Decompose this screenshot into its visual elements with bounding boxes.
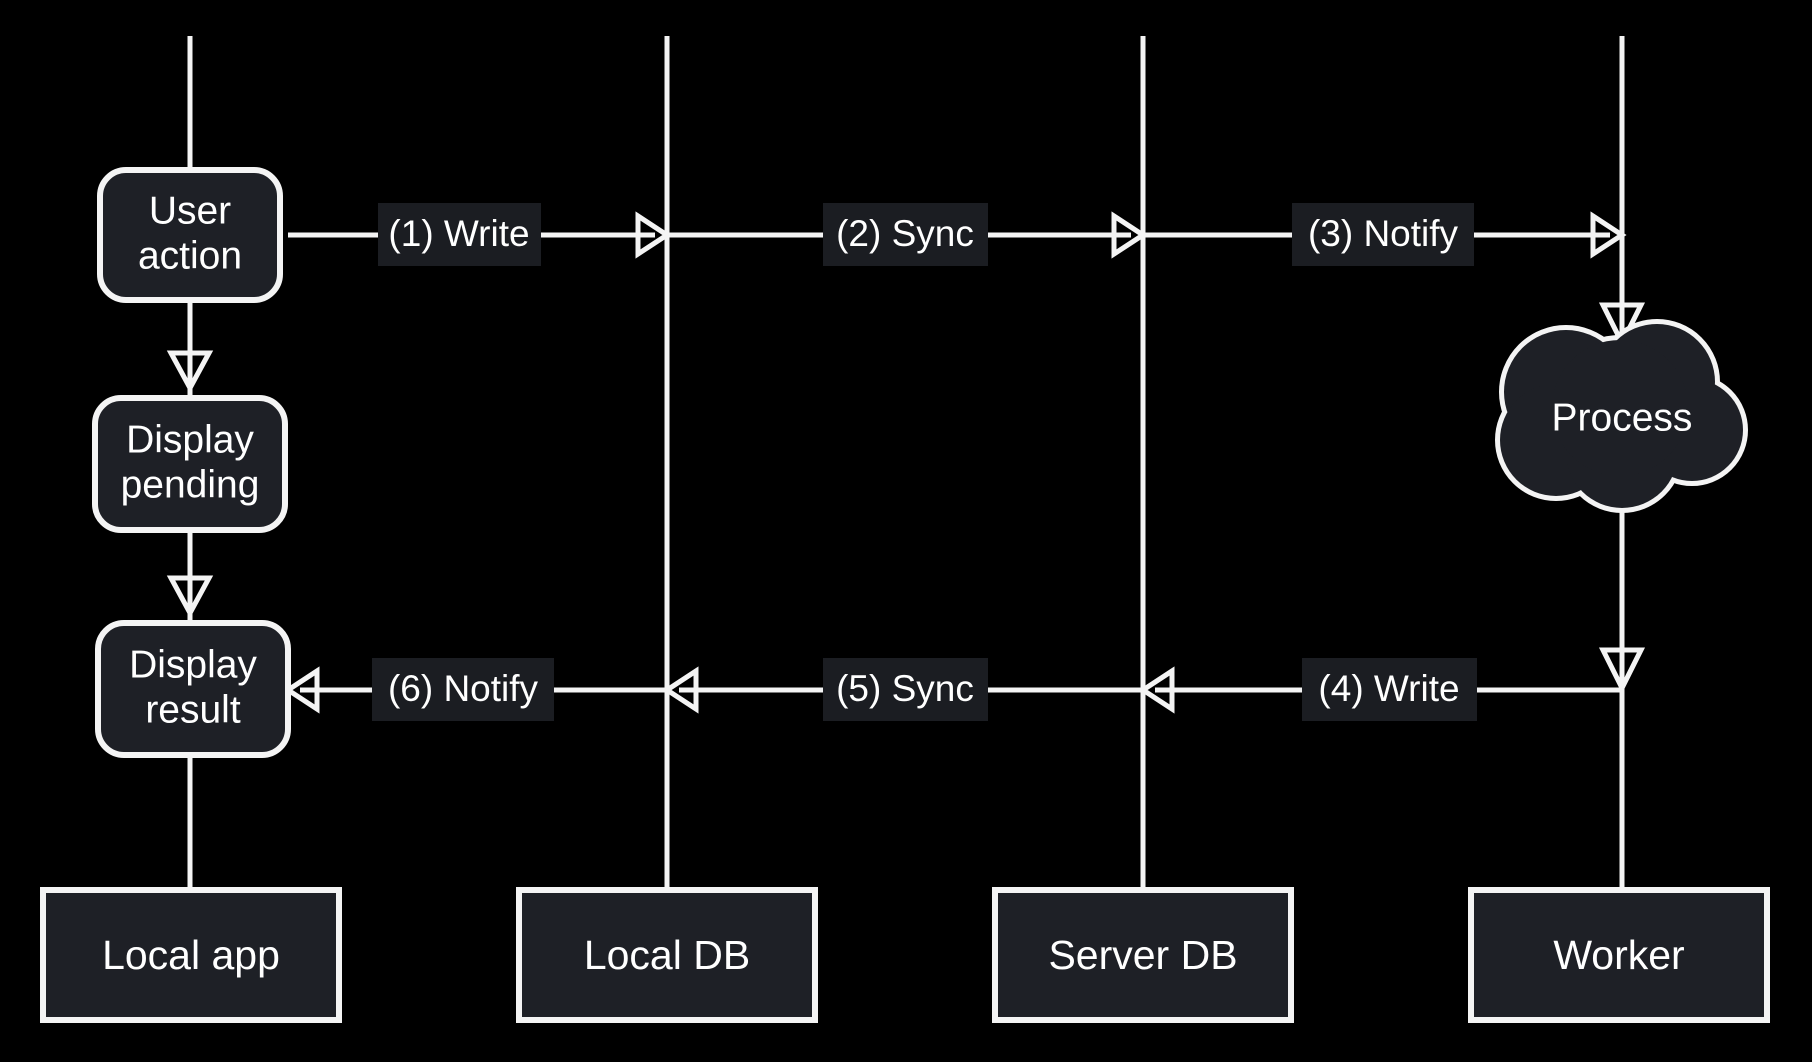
display-pending-shape[interactable] [92, 395, 288, 533]
actor-server-db-box[interactable] [992, 887, 1294, 1023]
msg-6-label: (6) Notify [388, 668, 539, 709]
display-result-label-line2: result [145, 688, 241, 731]
display-result-label-line1: Display [129, 643, 257, 686]
msg-2-label-bg [823, 203, 988, 266]
msg-3-label-bg [1292, 203, 1474, 266]
msg-2-label: (2) Sync [836, 213, 974, 254]
actor-worker[interactable]: Worker [1468, 887, 1770, 1023]
actor-local-db-box[interactable] [516, 887, 818, 1023]
node-process[interactable]: Process [1495, 319, 1748, 513]
display-pending-to-display-result-arrowhead-icon [166, 575, 214, 619]
actor-local-app-label: Local app [102, 932, 280, 978]
worker-vertical-flow [1598, 235, 1646, 694]
msg-1-label: (1) Write [388, 213, 529, 254]
msg-3-arrowhead-icon [1590, 211, 1627, 259]
msg-4-label-bg [1302, 658, 1477, 721]
node-user-action[interactable]: User action [97, 167, 283, 303]
process-label: Process [1552, 396, 1693, 439]
msg-4-arrowhead-icon [1138, 666, 1175, 714]
msg-6-label-group[interactable]: (6) Notify [372, 658, 554, 721]
actor-local-db-label: Local DB [584, 932, 750, 978]
actor-local-app[interactable]: Local app [40, 887, 342, 1023]
actor-server-db-label: Server DB [1048, 932, 1237, 978]
msg-5-label-group[interactable]: (5) Sync [823, 658, 988, 721]
actor-local-db[interactable]: Local DB [516, 887, 818, 1023]
msg-3-label-group[interactable]: (3) Notify [1292, 203, 1474, 266]
msg-4-label: (4) Write [1318, 668, 1459, 709]
msg-6-arrowhead-icon [283, 666, 320, 714]
display-pending-label-line1: Display [126, 418, 254, 461]
process-cloud-shape[interactable] [1495, 319, 1748, 513]
actor-local-app-box[interactable] [40, 887, 342, 1023]
display-result-shape[interactable] [95, 620, 291, 758]
msg-1-arrowhead-icon [635, 211, 672, 259]
actor-server-db[interactable]: Server DB [992, 887, 1294, 1023]
display-pending-label-line2: pending [121, 463, 260, 506]
msg-5-arrowhead-icon [662, 666, 699, 714]
user-action-to-display-pending-arrowhead-icon [166, 350, 214, 394]
local-app-vertical-flow [166, 300, 214, 619]
msg-5-label: (5) Sync [836, 668, 974, 709]
msg-3-label: (3) Notify [1308, 213, 1459, 254]
msg-5-label-bg [823, 658, 988, 721]
msg-4-label-group[interactable]: (4) Write [1302, 658, 1477, 721]
msg-2-label-group[interactable]: (2) Sync [823, 203, 988, 266]
node-display-result[interactable]: Display result [95, 620, 291, 758]
notify-to-process-arrowhead-icon [1598, 302, 1646, 349]
lifelines-group [187, 36, 1625, 890]
user-action-label-line2: action [138, 234, 242, 277]
msg-1-label-bg [378, 203, 541, 266]
user-action-label-line1: User [149, 189, 231, 232]
process-to-write-arrowhead-icon [1598, 647, 1646, 694]
msg-6-label-bg [372, 658, 554, 721]
node-display-pending[interactable]: Display pending [92, 395, 288, 533]
actor-worker-label: Worker [1553, 932, 1684, 978]
msg-2-arrowhead-icon [1111, 211, 1148, 259]
msg-1-label-group[interactable]: (1) Write [378, 203, 541, 266]
actor-worker-box[interactable] [1468, 887, 1770, 1023]
user-action-shape[interactable] [97, 167, 283, 303]
